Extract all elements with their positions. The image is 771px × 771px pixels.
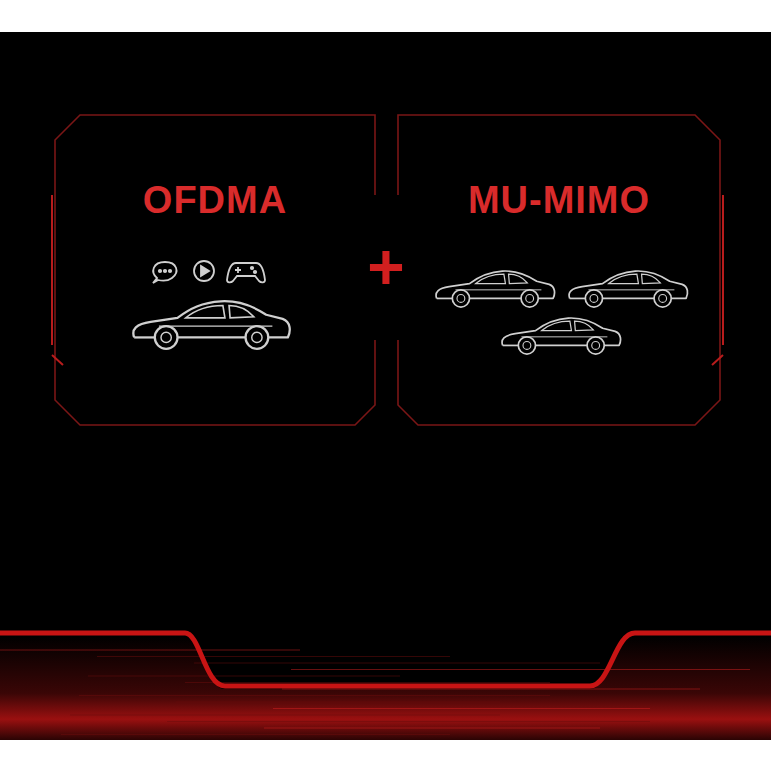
feature-panel: MU-MIMO bbox=[398, 115, 720, 425]
panel-border bbox=[55, 115, 375, 425]
light-streaks bbox=[0, 650, 750, 735]
background bbox=[0, 32, 771, 740]
panel-heading: OFDMA bbox=[55, 178, 375, 222]
play-icon bbox=[194, 261, 214, 281]
car-icon bbox=[502, 318, 621, 354]
plus-sign: + bbox=[367, 235, 404, 299]
gamepad-icon bbox=[227, 263, 265, 282]
panel-outline bbox=[398, 115, 720, 425]
panel-outline bbox=[55, 115, 375, 425]
car-icon bbox=[569, 271, 688, 307]
chat-icon bbox=[153, 262, 176, 283]
panel-border bbox=[398, 115, 720, 425]
panel-accent bbox=[712, 195, 723, 365]
feature-panel: OFDMA bbox=[55, 115, 375, 425]
panel-accent bbox=[52, 195, 63, 365]
floor-edge bbox=[0, 633, 771, 686]
car-icon bbox=[436, 271, 555, 307]
car-icon bbox=[133, 301, 289, 349]
panel-heading: MU-MIMO bbox=[398, 178, 720, 222]
